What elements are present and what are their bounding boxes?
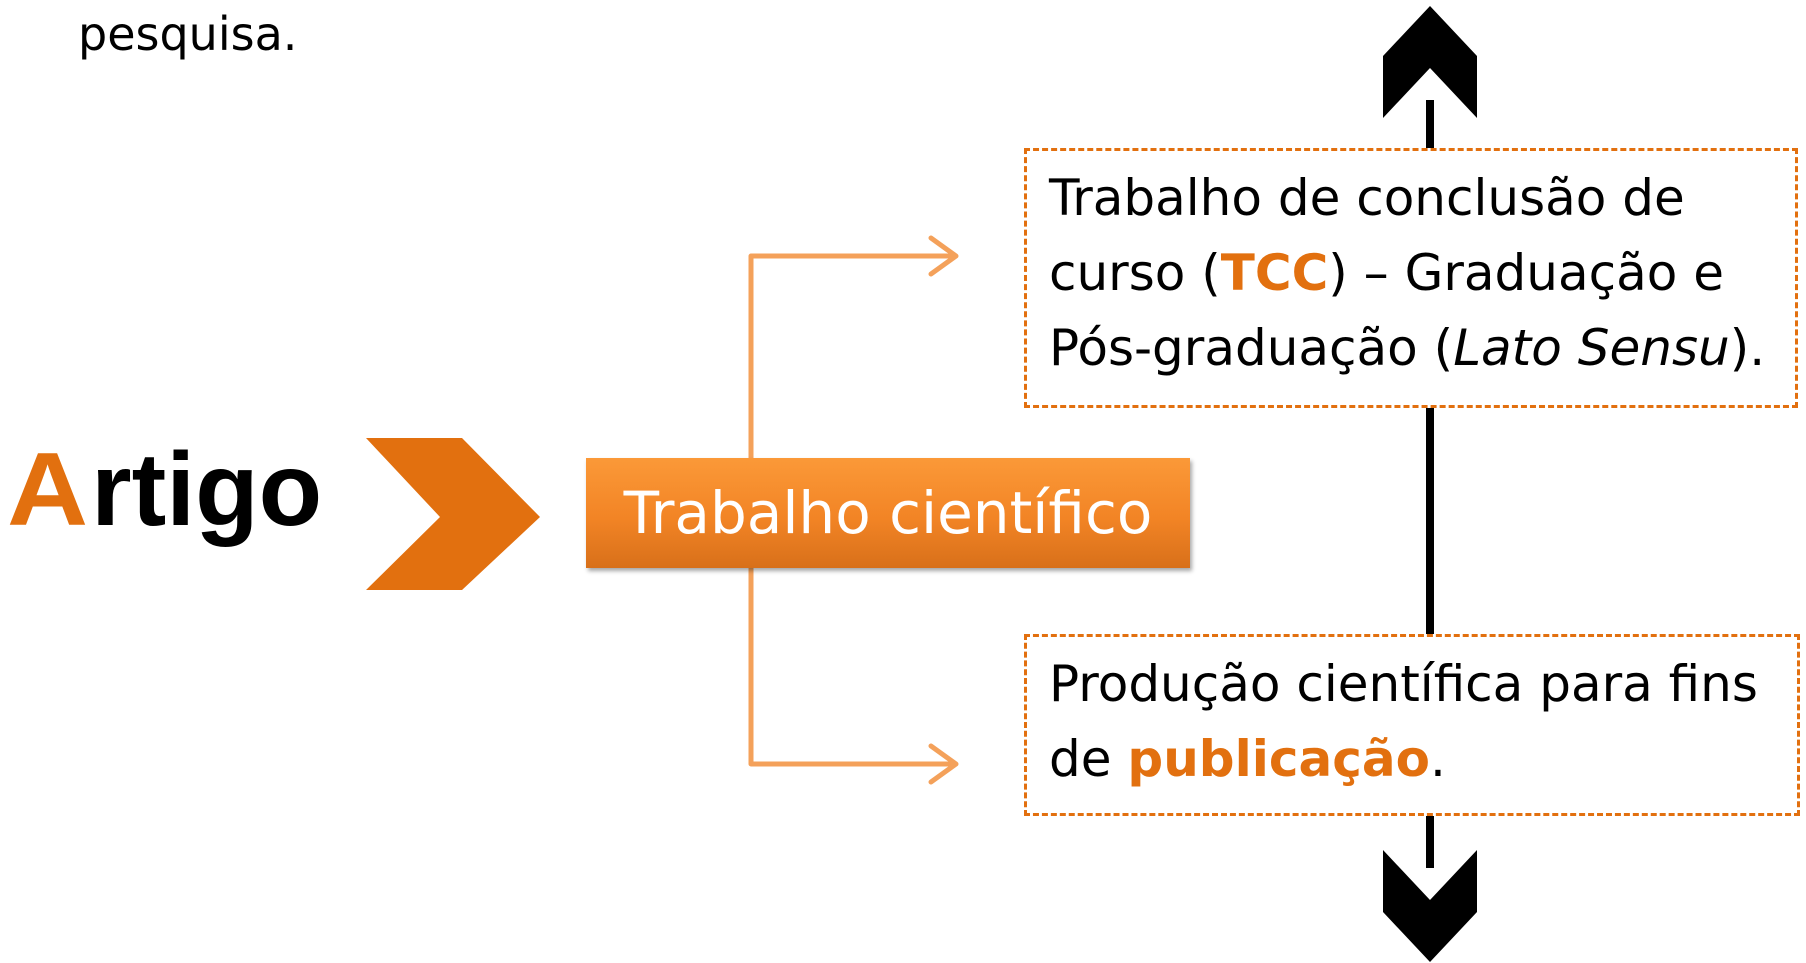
trabalho-cientifico-box: Trabalho científico (586, 458, 1190, 568)
chevron-arrow-icon (366, 438, 540, 590)
tcc-line-2-suffix: ) – Graduação e (1328, 244, 1724, 302)
artigo-logo: Artigo (6, 430, 323, 550)
tcc-highlight: TCC (1220, 244, 1329, 302)
tcc-line-1-text: Trabalho de conclusão de (1049, 169, 1685, 227)
trabalho-cientifico-label: Trabalho científico (623, 479, 1153, 547)
tcc-line-3-prefix: Pós-graduação ( (1049, 319, 1454, 377)
tcc-line-3: Pós-graduação (Lato Sensu). (1049, 311, 1795, 386)
publicacao-box: Produção científica para fins de publica… (1024, 634, 1800, 816)
tcc-line-2: curso (TCC) – Graduação e (1049, 236, 1795, 311)
publicacao-highlight: publicação (1127, 730, 1430, 788)
pub-line-1: Produção científica para fins (1049, 647, 1797, 722)
down-arrowhead-icon (1383, 850, 1477, 962)
up-arrowhead-icon (1383, 6, 1477, 118)
tcc-box: Trabalho de conclusão de curso (TCC) – G… (1024, 148, 1798, 408)
top-text: pesquisa. (78, 7, 298, 61)
pub-line-2-prefix: de (1049, 730, 1128, 788)
tcc-line-3-suffix: ). (1729, 319, 1766, 377)
bracket-connector (748, 235, 959, 785)
artigo-rest: rtigo (91, 432, 323, 548)
tcc-line-1: Trabalho de conclusão de (1049, 161, 1795, 236)
pub-line-2: de publicação. (1049, 722, 1797, 797)
pub-line-1-text: Produção científica para fins (1049, 655, 1758, 713)
lato-sensu-text: Lato Sensu (1453, 319, 1730, 377)
arrowhead-top-icon (928, 235, 959, 277)
tcc-line-2-prefix: curso ( (1049, 244, 1221, 302)
pub-line-2-suffix: . (1429, 730, 1446, 788)
artigo-first-letter: A (6, 432, 89, 548)
arrowhead-bottom-icon (928, 743, 959, 785)
